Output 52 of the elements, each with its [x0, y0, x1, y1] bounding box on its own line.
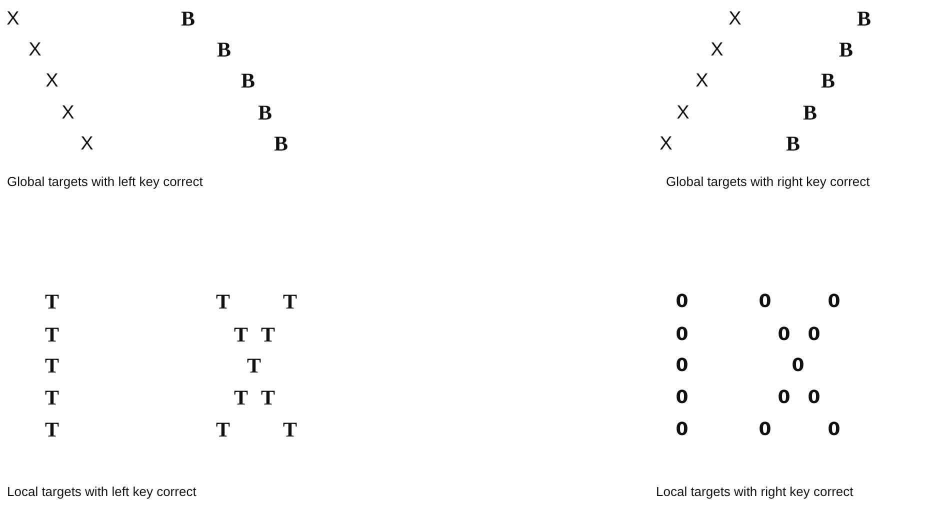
stimulus-letter: T [45, 388, 59, 408]
stimulus-letter: T [45, 356, 59, 376]
stimulus-letter: T [234, 324, 248, 346]
stimulus-letter: B [258, 102, 272, 124]
stimulus-letter: B [181, 8, 195, 30]
stimulus-letter: 0 [676, 357, 688, 375]
stimulus-letter: T [45, 324, 59, 346]
stimulus-letter: 0 [676, 421, 688, 439]
stimulus-letter: X [80, 134, 94, 154]
stimulus-letter: 0 [778, 326, 790, 344]
stimulus-letter: X [46, 72, 58, 90]
stimulus-letter: T [261, 388, 275, 408]
stimulus-letter: X [62, 104, 74, 122]
stimulus-letter: 0 [792, 357, 804, 375]
stimulus-letter: T [247, 356, 261, 376]
stimulus-letter: T [283, 420, 297, 440]
stimulus-letter: B [786, 134, 800, 154]
stimulus-letter: 0 [676, 389, 688, 407]
stimulus-letter: B [857, 8, 871, 30]
figure-caption: Global targets with right key correct [666, 175, 870, 188]
stimulus-letter: B [217, 40, 231, 60]
stimulus-letter: T [261, 324, 275, 346]
stimulus-letter: B [803, 102, 817, 124]
stimulus-letter: 0 [828, 421, 840, 439]
stimulus-letter: T [45, 420, 59, 440]
figure-caption: Local targets with right key correct [656, 485, 854, 498]
stimulus-letter: X [6, 10, 20, 28]
stimulus-letter: B [274, 134, 288, 154]
stimulus-letter: 0 [676, 326, 688, 344]
stimulus-letter: T [283, 292, 297, 312]
stimulus-letter: 0 [778, 389, 790, 407]
figure-caption: Global targets with left key correct [7, 175, 203, 188]
stimulus-letter: 0 [808, 326, 820, 344]
stimulus-letter: 0 [758, 293, 772, 311]
stimulus-letter: B [839, 40, 853, 60]
stimulus-letter: 0 [828, 293, 840, 311]
stimulus-letter: B [241, 70, 255, 92]
stimulus-letter: B [821, 70, 835, 92]
stimulus-letter: X [728, 10, 742, 28]
stimulus-letter: T [234, 388, 248, 408]
stimulus-letter: X [676, 104, 690, 122]
stimulus-letter: 0 [758, 421, 772, 439]
stimulus-letter: T [216, 292, 230, 312]
stimulus-letter: T [216, 420, 230, 440]
stimulus-letter: 0 [808, 389, 820, 407]
stimulus-letter: X [710, 40, 724, 60]
stimulus-letter: X [660, 134, 672, 154]
figure-caption: Local targets with left key correct [7, 485, 196, 498]
stimulus-letter: X [696, 72, 708, 90]
stimulus-letter: 0 [676, 293, 688, 311]
stimulus-letter: X [28, 40, 42, 60]
stimulus-letter: T [45, 292, 59, 312]
